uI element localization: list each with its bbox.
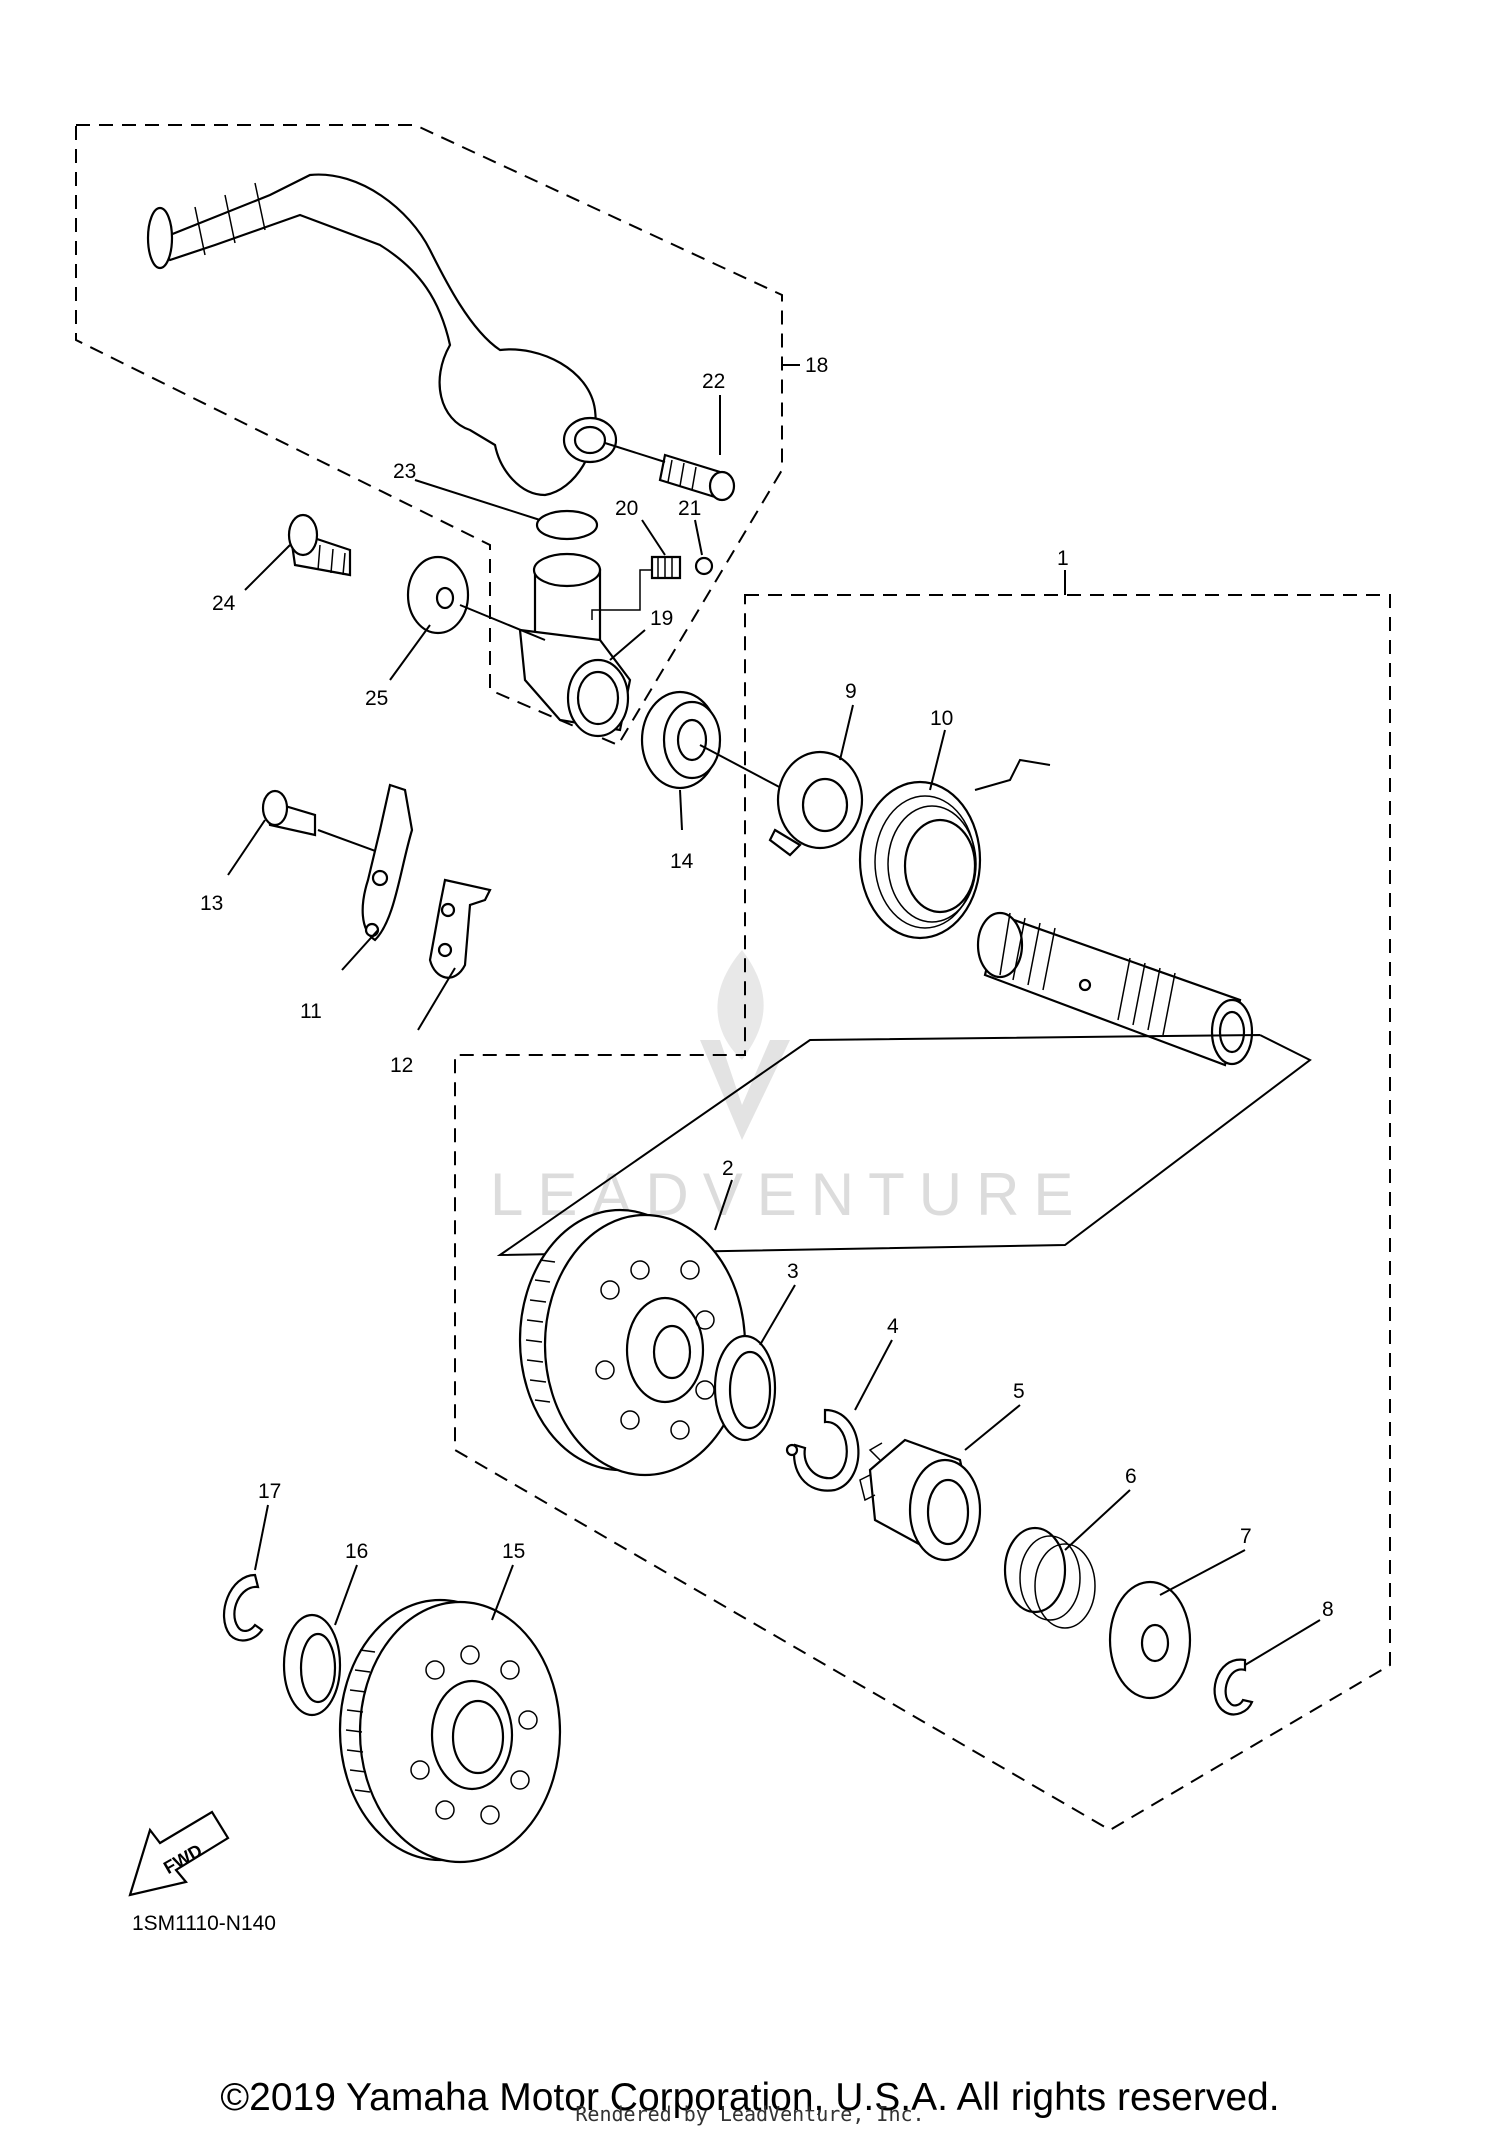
callout-25: 25 xyxy=(365,687,388,710)
rendered-by-notice: Rendered by LeadVenture, Inc. xyxy=(575,2102,925,2126)
fwd-arrow-icon: FWD xyxy=(128,1810,230,1897)
plate-12 xyxy=(428,878,492,979)
callout-5: 5 xyxy=(1013,1380,1025,1403)
circlip-8 xyxy=(1213,1658,1254,1716)
callout-12: 12 xyxy=(390,1054,413,1077)
callout-16: 16 xyxy=(345,1540,368,1563)
callout-20: 20 xyxy=(615,497,638,520)
callout-14: 14 xyxy=(670,850,694,873)
callout-1: 1 xyxy=(1057,547,1069,570)
callout-9: 9 xyxy=(845,680,857,703)
bolt-13 xyxy=(261,789,401,861)
torsion-spring-10 xyxy=(858,758,1051,940)
leadventure-watermark: LEADVENTURE xyxy=(490,950,1087,1228)
bolt-24 xyxy=(287,513,352,577)
callout-21: 21 xyxy=(678,497,701,520)
kick-shaft xyxy=(496,911,1312,1257)
kick-boss-19 xyxy=(518,552,652,738)
circlip-17 xyxy=(222,1573,264,1642)
callout-23: 23 xyxy=(393,460,416,483)
callout-13: 13 xyxy=(200,892,223,915)
callout-11: 11 xyxy=(300,1000,322,1023)
callout-4: 4 xyxy=(887,1315,899,1338)
callout-labels: 1 2 3 4 5 6 7 8 9 10 11 12 13 14 15 16 1… xyxy=(200,354,1334,1621)
callout-7: 7 xyxy=(1240,1525,1252,1548)
callout-24: 24 xyxy=(212,592,236,615)
copyright-notice: ©2019 Yamaha Motor Corporation, U.S.A. A… xyxy=(220,2076,1280,2119)
callout-6: 6 xyxy=(1125,1465,1137,1488)
callout-10: 10 xyxy=(930,707,953,730)
boundary-1 xyxy=(454,594,1391,1832)
oil-seal-14 xyxy=(640,690,786,791)
callout-19: 19 xyxy=(650,607,673,630)
boundary-18 xyxy=(75,124,783,747)
drawing-code: 1SM1110-N140 xyxy=(132,1912,276,1935)
washer-3 xyxy=(713,1334,777,1442)
kick-crank-lever xyxy=(146,173,618,497)
ball-21 xyxy=(694,556,714,576)
plate-11 xyxy=(361,783,414,942)
callout-15: 15 xyxy=(502,1540,525,1563)
callout-2: 2 xyxy=(722,1157,734,1180)
washer-7 xyxy=(1108,1580,1192,1700)
callout-8: 8 xyxy=(1322,1598,1334,1621)
leader-lines xyxy=(227,364,1321,1666)
bolt-22 xyxy=(604,442,736,502)
idle-gear-15 xyxy=(338,1598,562,1864)
callout-18: 18 xyxy=(805,354,828,377)
watermark-text: LEADVENTURE xyxy=(490,1161,1087,1228)
washer-16 xyxy=(282,1613,342,1717)
spring-20 xyxy=(650,555,682,580)
circlip-4 xyxy=(785,1408,860,1492)
spring-6 xyxy=(1003,1526,1096,1629)
callout-22: 22 xyxy=(702,370,725,393)
callout-3: 3 xyxy=(787,1260,799,1283)
collar-9 xyxy=(768,750,864,857)
kick-gear-2 xyxy=(518,1208,747,1477)
o-ring-23 xyxy=(535,509,599,541)
ratchet-5 xyxy=(859,1438,982,1562)
callout-17: 17 xyxy=(258,1480,281,1503)
washer-25 xyxy=(406,555,546,641)
